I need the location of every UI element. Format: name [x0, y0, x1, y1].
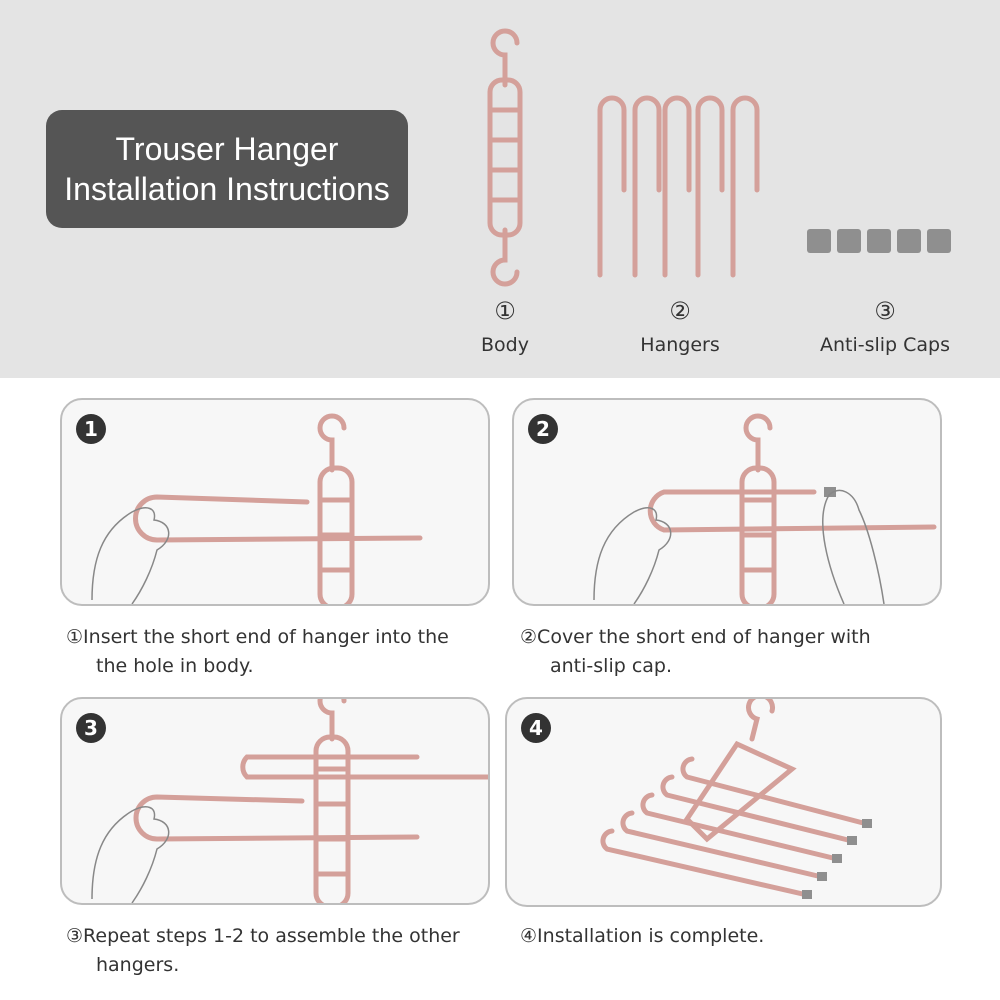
step-3-panel: 3: [60, 697, 490, 905]
step-4-panel: 4: [505, 697, 942, 907]
step-1-text-line-1: Insert the short end of hanger into the: [83, 626, 449, 648]
step-2-text-line-1: Cover the short end of hanger with: [537, 626, 871, 648]
step-3-number: ③: [66, 925, 84, 947]
title-banner: Trouser Hanger Installation Instructions: [46, 110, 408, 228]
step-2-badge: 2: [528, 414, 558, 444]
step-4-number: ④: [520, 925, 538, 947]
step-4-badge: 4: [521, 713, 551, 743]
step-1-badge: 1: [76, 414, 106, 444]
part-body-label: Body: [481, 334, 529, 356]
step-2-text-line-2: anti-slip cap.: [550, 655, 673, 677]
step-3-illustration: [91, 699, 488, 903]
body-part-illustration: [487, 28, 523, 287]
hangers-part-illustration: [597, 95, 760, 278]
step-2-caption: ②Cover the short end of hanger with anti…: [520, 623, 990, 681]
assembled-hangers: [600, 756, 870, 898]
part-hangers-number: ②: [669, 297, 691, 325]
step-1-illustration: [91, 413, 423, 604]
part-caps-number: ③: [874, 297, 896, 325]
step-3-text-line-2: hangers.: [96, 954, 180, 976]
step-4-caption: ④Installation is complete.: [520, 922, 980, 951]
step-3-caption: ③Repeat steps 1-2 to assemble the other …: [66, 922, 496, 980]
step-4-text-line-1: Installation is complete.: [537, 925, 765, 947]
part-caps-label: Anti-slip Caps: [819, 334, 951, 356]
part-hangers: ② Hangers: [620, 296, 740, 356]
step-1-caption: ①Insert the short end of hanger into the…: [66, 623, 496, 681]
anti-slip-cap-icon: [824, 487, 836, 497]
step-3-text-line-1: Repeat steps 1-2 to assemble the other: [83, 925, 460, 947]
part-body: ① Body: [465, 296, 545, 356]
title-line-2: Installation Instructions: [64, 171, 390, 207]
step-1-text-line-2: the hole in body.: [96, 655, 254, 677]
step-2-panel: 2: [512, 398, 942, 606]
part-hangers-label: Hangers: [640, 334, 720, 356]
step-1-panel: 1: [60, 398, 490, 606]
part-caps: ③ Anti-slip Caps: [805, 296, 965, 356]
title-line-1: Trouser Hanger: [115, 131, 339, 167]
step-1-number: ①: [66, 626, 84, 648]
step-2-number: ②: [520, 626, 538, 648]
anti-slip-caps-illustration: [807, 229, 951, 253]
step-4-illustration: [600, 699, 872, 899]
step-2-illustration: [593, 413, 937, 604]
part-body-number: ①: [494, 297, 516, 325]
step-3-badge: 3: [76, 713, 106, 743]
